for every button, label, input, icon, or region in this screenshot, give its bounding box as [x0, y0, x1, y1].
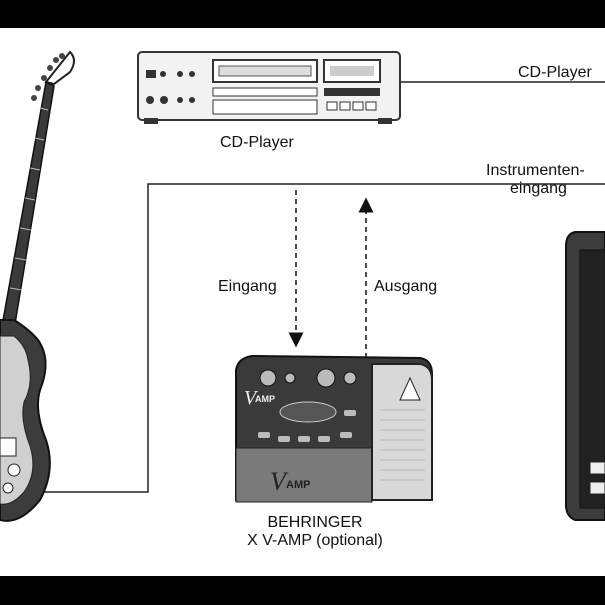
svg-text:V: V	[270, 467, 289, 496]
vamp-label-line2: X V-AMP (optional)	[247, 532, 383, 549]
input-label: Eingang	[218, 278, 277, 295]
vamp-label-line1: BEHRINGER	[267, 514, 363, 531]
vamp-device: V AMP V AMP	[235, 354, 433, 503]
cables	[20, 81, 605, 493]
vamp-label: BEHRINGER X V-AMP (optional)	[220, 514, 410, 550]
svg-text:V: V	[244, 387, 259, 409]
diagram-panel: V AMP V AMP CD-Player CD-Player Instrume…	[0, 28, 605, 576]
cd-player-label: CD-Player	[220, 134, 294, 151]
guitar-cable	[20, 183, 605, 493]
signal-arrows	[288, 190, 374, 358]
vamp-logo-text: AMP	[255, 394, 275, 404]
guitar-device	[0, 50, 75, 522]
instrument-input-label-line1: Instrumenten-	[486, 162, 585, 179]
vamp-logo-text-lower: AMP	[286, 479, 310, 491]
cd-player-input-label: CD-Player	[518, 64, 592, 81]
instrument-input-label-line2: eingang	[510, 180, 567, 197]
output-label: Ausgang	[374, 278, 438, 295]
instrument-input-label: Instrumenten- eingang	[486, 162, 605, 198]
cd-player-device	[137, 51, 401, 124]
amplifier-device	[565, 231, 605, 521]
diagram-svg: V AMP V AMP	[0, 50, 605, 522]
